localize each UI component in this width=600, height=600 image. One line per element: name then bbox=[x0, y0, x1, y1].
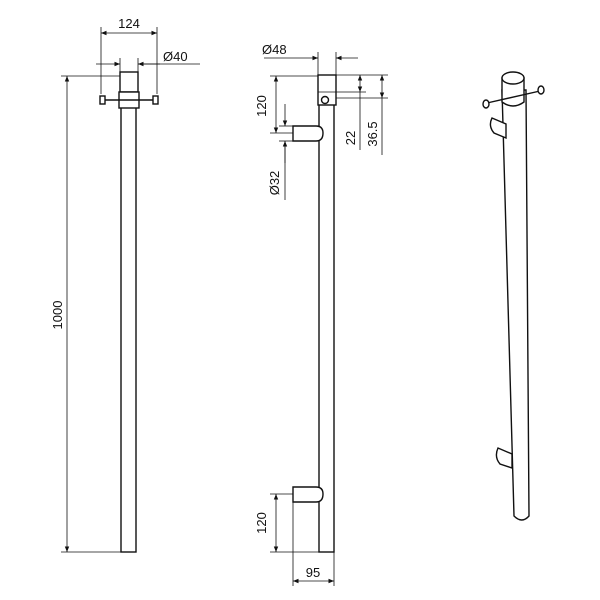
side-rail bbox=[318, 103, 335, 553]
iso-bottom-bracket bbox=[495, 447, 513, 469]
front-cap bbox=[119, 71, 139, 93]
iso-top-bracket bbox=[489, 117, 507, 140]
side-pin-hole bbox=[320, 95, 330, 105]
front-pin-end-right bbox=[152, 95, 159, 105]
isometric-view bbox=[482, 71, 545, 521]
front-width-label: 124 bbox=[118, 16, 140, 31]
side-bracket-offset-label: 22 bbox=[343, 131, 358, 145]
front-rail bbox=[120, 99, 137, 553]
side-depth-label: 95 bbox=[306, 565, 320, 580]
iso-pin-end-left bbox=[482, 99, 490, 109]
front-height-label: 1000 bbox=[50, 301, 65, 330]
side-bottom-bracket bbox=[292, 486, 324, 503]
iso-pin-end-right bbox=[537, 85, 545, 95]
front-pin-end-left bbox=[99, 95, 106, 105]
front-diameter-label: Ø40 bbox=[163, 49, 188, 64]
front-view: 124 Ø40 1000 bbox=[50, 16, 200, 553]
side-bottom-offset-label: 120 bbox=[254, 512, 269, 534]
side-bracket-diameter-label: Ø32 bbox=[267, 171, 282, 196]
iso-pin bbox=[486, 90, 541, 104]
side-top-offset-label: 120 bbox=[254, 95, 269, 117]
iso-head-top bbox=[501, 71, 525, 85]
side-view: Ø48 120 Ø32 22 36.5 120 95 bbox=[254, 42, 388, 586]
side-head-diameter-label: Ø48 bbox=[262, 42, 287, 57]
side-bracket-height-label: 36.5 bbox=[365, 121, 380, 146]
side-top-bracket bbox=[292, 125, 324, 142]
iso-rail bbox=[501, 89, 530, 521]
